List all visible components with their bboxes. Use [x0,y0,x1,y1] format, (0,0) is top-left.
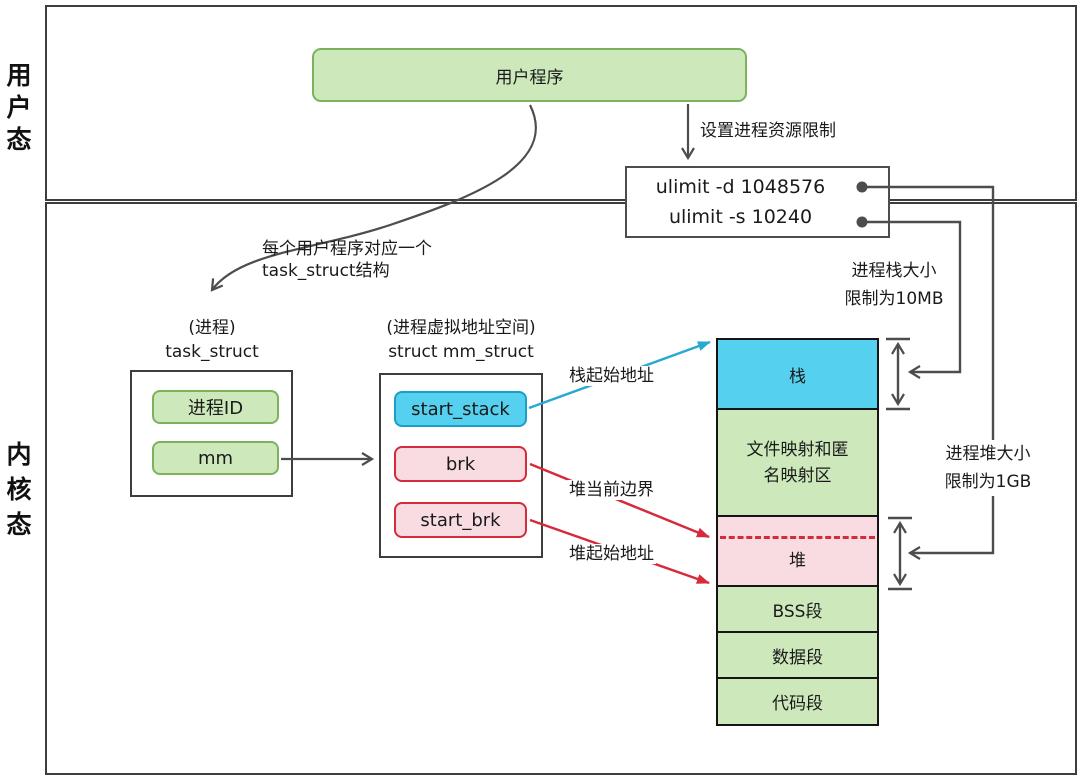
start-brk-field: start_brk [394,502,527,538]
start-stack-field: start_stack [394,391,527,427]
heap-boundary-line [529,462,710,539]
start-stack-label: start_stack [411,398,510,420]
task-struct-note: 每个用户程序对应一个 task_struct结构 [262,238,432,282]
segment-data-label: 数据段 [772,647,823,668]
user-mode-label: 用户态 [6,61,32,154]
segment-mmap-label: 文件映射和匿名映射区 [746,439,849,486]
heap-boundary-text: 堆当前边界 [567,480,656,500]
stack-range-arrow [886,337,910,411]
heap-limit-note: 进程堆大小 限制为1GB [927,440,1049,496]
mm-struct-caption: (进程虚拟地址空间) struct mm_struct [379,316,543,364]
segment-mmap: 文件映射和匿名映射区 [718,410,877,517]
mm-field: mm [152,441,279,475]
segment-data: 数据段 [718,633,877,679]
curved-arrow-to-task-struct [210,104,537,292]
mm-field-label: mm [197,447,234,469]
kernel-mode-label: 内核态 [6,440,32,539]
segment-bss: BSS段 [718,587,877,633]
stack-start-label: 栈起始地址 [567,365,656,387]
brk-field: brk [394,446,527,482]
segment-stack-label: 栈 [789,366,806,387]
segment-heap: 堆 [718,517,877,587]
ulimit-s-line: ulimit -s 10240 [668,206,813,228]
heap-current-boundary-dashed-line [720,536,875,539]
task-struct-caption: (进程) task_struct [131,316,293,364]
heap-limit-line2: 限制为1GB [944,472,1032,492]
ulimit-s-wire [862,220,962,379]
heap-start-label: 堆起始地址 [567,543,656,565]
stack-limit-note: 进程栈大小 限制为10MB [830,257,958,313]
user-program-box: 用户程序 [312,48,747,102]
stack-limit-line2: 限制为10MB [844,289,944,309]
segment-heap-label: 堆 [789,551,806,571]
segment-bss-label: BSS段 [772,601,823,622]
heap-start-text: 堆起始地址 [567,544,656,564]
task-struct-caption-cn: (进程) [188,318,236,338]
stack-limit-line1: 进程栈大小 [851,261,937,281]
heap-limit-line1: 进程堆大小 [945,444,1031,464]
stack-start-text: 栈起始地址 [567,366,656,386]
start-brk-label: start_brk [420,509,501,531]
user-mode-region [45,5,1077,201]
ulimit-d-line: ulimit -d 1048576 [655,176,826,198]
heap-boundary-label: 堆当前边界 [567,479,656,501]
mm-struct-caption-en: struct mm_struct [388,342,534,362]
note-line1: 每个用户程序对应一个 [262,239,432,259]
pid-field: 进程ID [152,390,279,424]
brk-label: brk [445,453,476,475]
note-line2: task_struct结构 [262,261,390,281]
mm-struct-caption-cn: (进程虚拟地址空间) [386,318,536,338]
set-limit-label: 设置进程资源限制 [700,121,836,141]
ulimit-d-wire [862,185,995,560]
pid-field-label: 进程ID [187,398,244,419]
ulimit-box: ulimit -d 1048576 ulimit -s 10240 [625,166,890,238]
task-struct-caption-en: task_struct [165,342,259,362]
user-program-label: 用户程序 [495,67,564,88]
heap-range-arrow [888,516,912,591]
segment-code-label: 代码段 [772,694,823,714]
memory-map-column: 栈 文件映射和匿名映射区 堆 BSS段 数据段 代码段 [716,338,879,726]
segment-stack: 栈 [718,340,877,410]
segment-code: 代码段 [718,679,877,724]
